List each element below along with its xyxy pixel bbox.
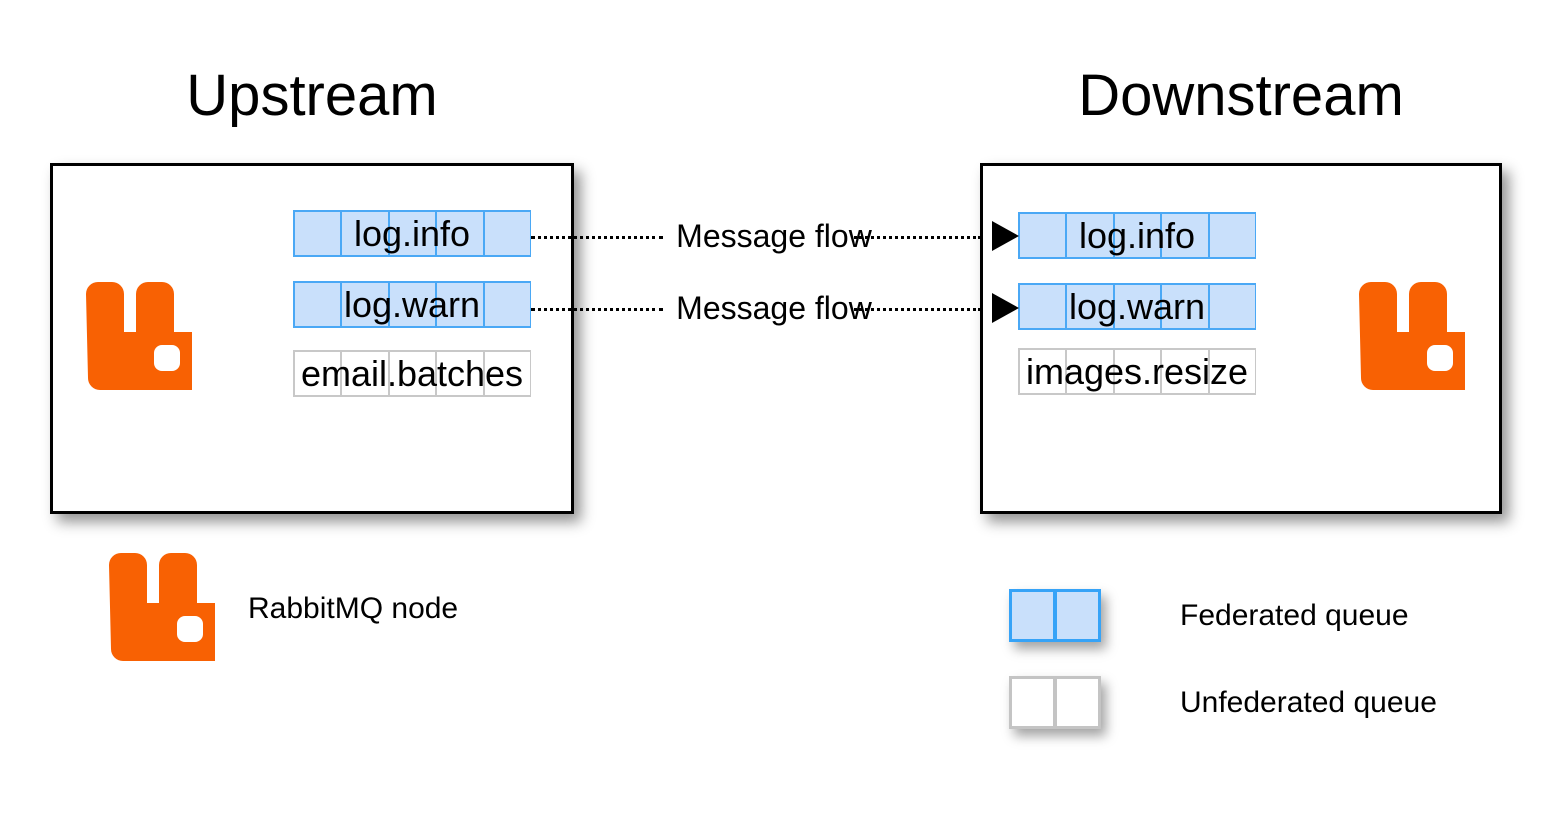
queue-cell [1208,348,1257,395]
queue-cell [1113,283,1162,330]
queue-cell [1161,348,1209,395]
queue-cell [483,281,532,328]
rabbitmq-logo-icon [1359,282,1465,390]
queue-log-info-downstream[interactable]: log.info [1018,212,1257,259]
queue-cell [1018,283,1067,330]
queue-cell [388,350,437,397]
queue-cell [293,350,342,397]
queue-cell [1018,348,1067,395]
flow-dotted-line-left [531,308,663,311]
queue-email-batches-upstream[interactable]: email.batches [293,350,532,397]
flow-label: Message flow [676,290,872,326]
queue-log-info-upstream[interactable]: log.info [293,210,532,257]
queue-cell [1161,283,1209,330]
queue-cell [388,210,437,257]
queue-log-warn-upstream[interactable]: log.warn [293,281,532,328]
swatch-cell [1009,676,1055,729]
queue-cell [1113,348,1162,395]
queue-cell [483,350,532,397]
legend-label-federated-queue: Federated queue [1180,599,1409,632]
queue-cell [483,210,532,257]
unfederated-queue-swatch [1009,676,1101,729]
upstream-title: Upstream [186,63,438,128]
arrow-right-icon [992,221,1019,251]
queue-cell [293,281,342,328]
federated-queue-swatch [1009,589,1101,642]
queue-cell [1161,212,1209,259]
flow-dotted-line-right [854,236,981,239]
queue-cell [388,281,437,328]
swatch-cell [1009,589,1055,642]
arrow-right-icon [992,293,1019,323]
queue-cell [1208,283,1257,330]
queue-cell [1066,283,1114,330]
queue-cell [1066,348,1114,395]
swatch-cell [1055,589,1101,642]
legend-label-unfederated-queue: Unfederated queue [1180,686,1437,719]
queue-cell [341,350,389,397]
queue-cell [436,281,484,328]
flow-dotted-line-left [531,236,663,239]
queue-cell [436,210,484,257]
rabbitmq-logo-icon [109,553,215,661]
message-flow-log-warn: Message flow [531,288,1019,328]
message-flow-log-info: Message flow [531,216,1019,256]
queue-images-resize-downstream[interactable]: images.resize [1018,348,1257,395]
queue-cell [436,350,484,397]
queue-cell [1066,212,1114,259]
queue-log-warn-downstream[interactable]: log.warn [1018,283,1257,330]
swatch-cell [1055,676,1101,729]
queue-cell [1018,212,1067,259]
rabbitmq-logo-icon [86,282,192,390]
queue-cell [341,281,389,328]
flow-dotted-line-right [854,308,981,311]
queue-cell [1208,212,1257,259]
legend-label-rabbitmq-node: RabbitMQ node [248,592,459,625]
flow-label: Message flow [676,218,872,254]
queue-cell [341,210,389,257]
queue-cell [1113,212,1162,259]
queue-cell [293,210,342,257]
downstream-title: Downstream [1078,63,1404,128]
